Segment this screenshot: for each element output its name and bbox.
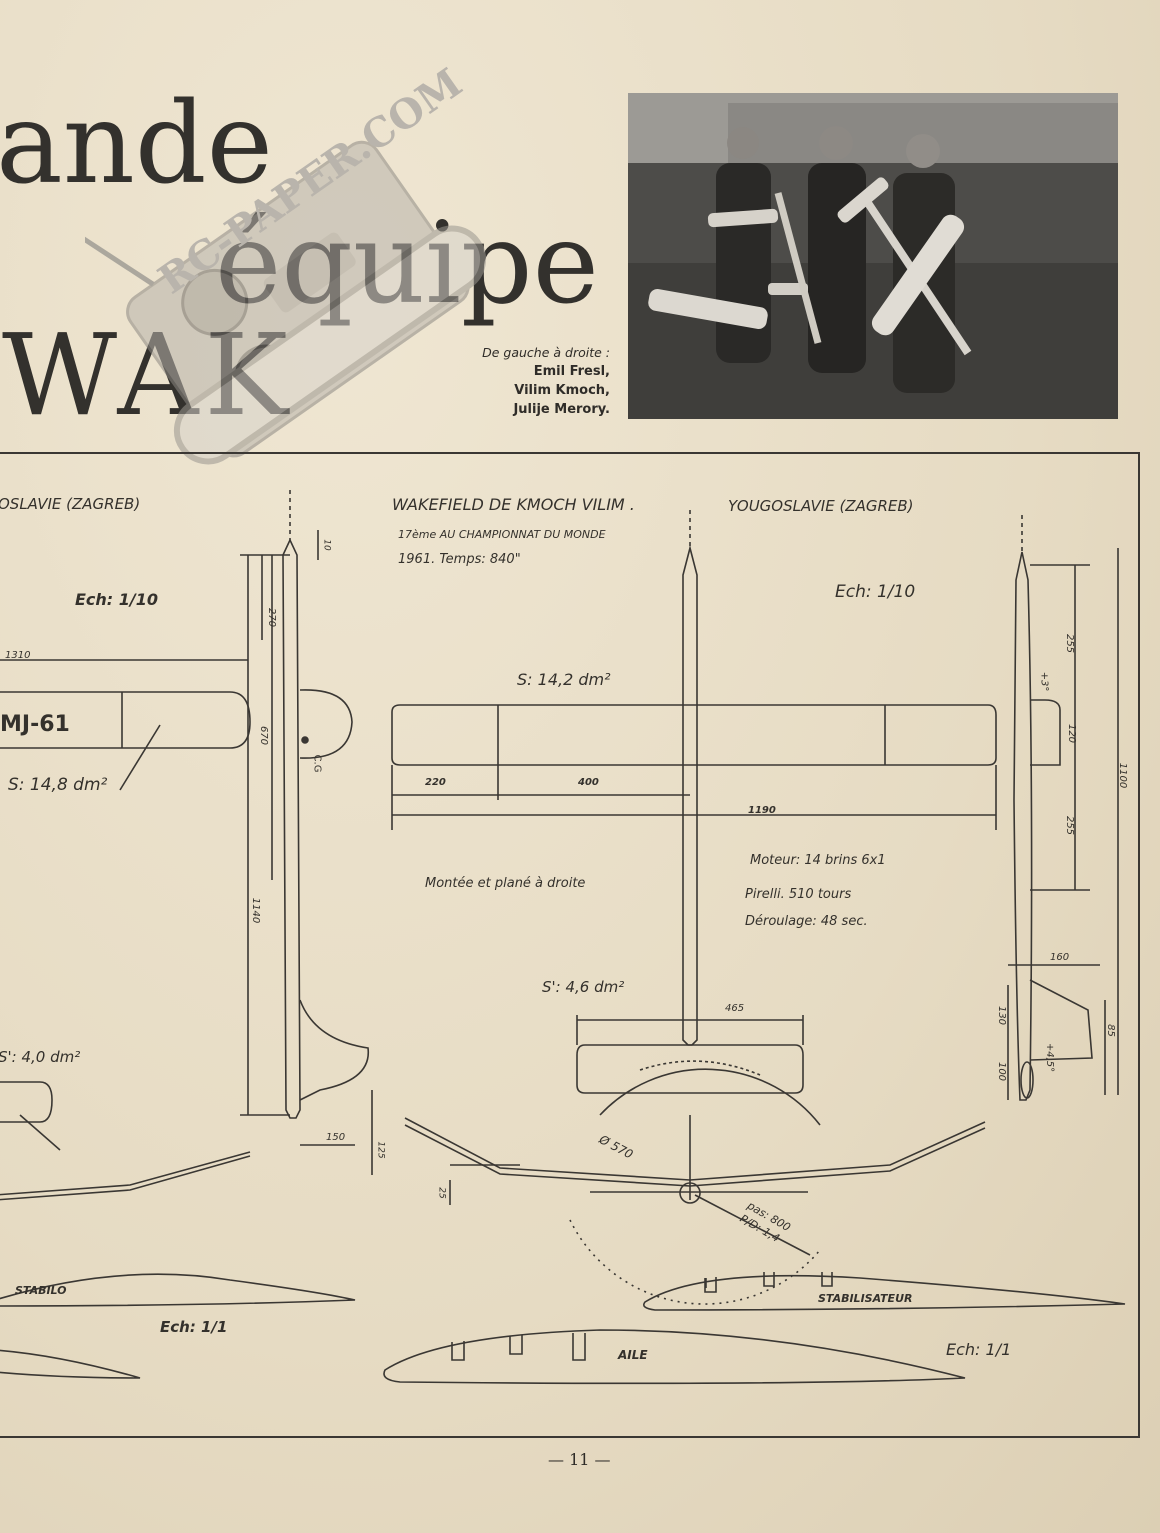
rc-paper-watermark (85, 140, 487, 465)
right-stab-area: S': 4,6 dm² (542, 978, 625, 996)
right-dim-465: 465 (725, 1003, 745, 1014)
right-dim-255b: 255 (1064, 815, 1076, 836)
right-placing: 17ème AU CHAMPIONNAT DU MONDE (398, 528, 606, 541)
right-profile-scale: Ech: 1/1 (946, 1340, 1012, 1359)
left-plan-header: OSLAVIE (ZAGREB) (0, 495, 141, 513)
left-stab-area: S': 4,0 dm² (0, 1048, 81, 1066)
caption-name-2: Vilim Kmoch, (514, 383, 610, 398)
right-stabilisateur-label: STABILISATEUR (818, 1292, 913, 1305)
left-dim-1140: 1140 (250, 897, 262, 924)
left-model-name: MJ-61 (0, 712, 70, 737)
left-dim-670: 670 (258, 725, 270, 746)
caption-name-1: Emil Fresl, (533, 364, 610, 379)
photo-caption: De gauche à droite : Emil Fresl, Vilim K… (430, 343, 610, 419)
right-unwind: Déroulage: 48 sec. (745, 914, 868, 929)
right-rubber: Pirelli. 510 tours (745, 887, 852, 902)
right-dim-25: 25 (436, 1187, 447, 1199)
caption-name-3: Julije Merory. (513, 402, 610, 417)
left-scale: Ech: 1/10 (75, 590, 159, 609)
right-dim-120: 120 (1066, 723, 1078, 744)
left-dim-125: 125 (375, 1141, 386, 1159)
right-dim-220: 220 (425, 777, 446, 788)
right-plan-header: WAKEFIELD DE KMOCH VILIM . (392, 495, 635, 514)
right-dim-1190: 1190 (748, 805, 776, 816)
right-dim-100: 100 (996, 1061, 1008, 1082)
plan-frame (0, 452, 1140, 1438)
left-dim-span: 1310 (5, 650, 31, 661)
right-climb-note: Montée et plané à droite (425, 876, 586, 891)
title-line-1: ande (0, 79, 273, 209)
left-dim-10: 10 (321, 539, 332, 551)
right-scale: Ech: 1/10 (835, 582, 916, 602)
left-cg: C.G (311, 754, 323, 773)
right-dim-130: 130 (996, 1005, 1008, 1026)
right-dim-160: 160 (1050, 952, 1070, 963)
right-aile-label: AILE (618, 1348, 648, 1362)
right-year-time: 1961. Temps: 840" (398, 552, 521, 567)
team-photo (628, 93, 1118, 419)
right-motor: Moteur: 14 brins 6x1 (750, 853, 886, 868)
right-wing-area: S: 14,2 dm² (517, 670, 611, 689)
left-dim-270: 270 (266, 607, 278, 628)
page-number: — 11 — (548, 1450, 611, 1469)
left-dim-150: 150 (326, 1132, 346, 1143)
right-dim-255a: 255 (1064, 633, 1076, 654)
right-dim-400: 400 (578, 777, 599, 788)
right-country: YOUGOSLAVIE (ZAGREB) (728, 497, 914, 515)
right-dim-85: 85 (1104, 1024, 1116, 1037)
right-angle-3: +3° (1038, 671, 1050, 692)
left-profile-scale: Ech: 1/1 (160, 1318, 228, 1336)
caption-lead: De gauche à droite : (482, 345, 610, 360)
left-wing-area: S: 14,8 dm² (8, 775, 108, 795)
right-dim-1100: 1100 (1117, 762, 1129, 789)
left-stabilo-label: STABILO (15, 1284, 67, 1297)
right-angle-45: +4,5° (1044, 1042, 1056, 1073)
